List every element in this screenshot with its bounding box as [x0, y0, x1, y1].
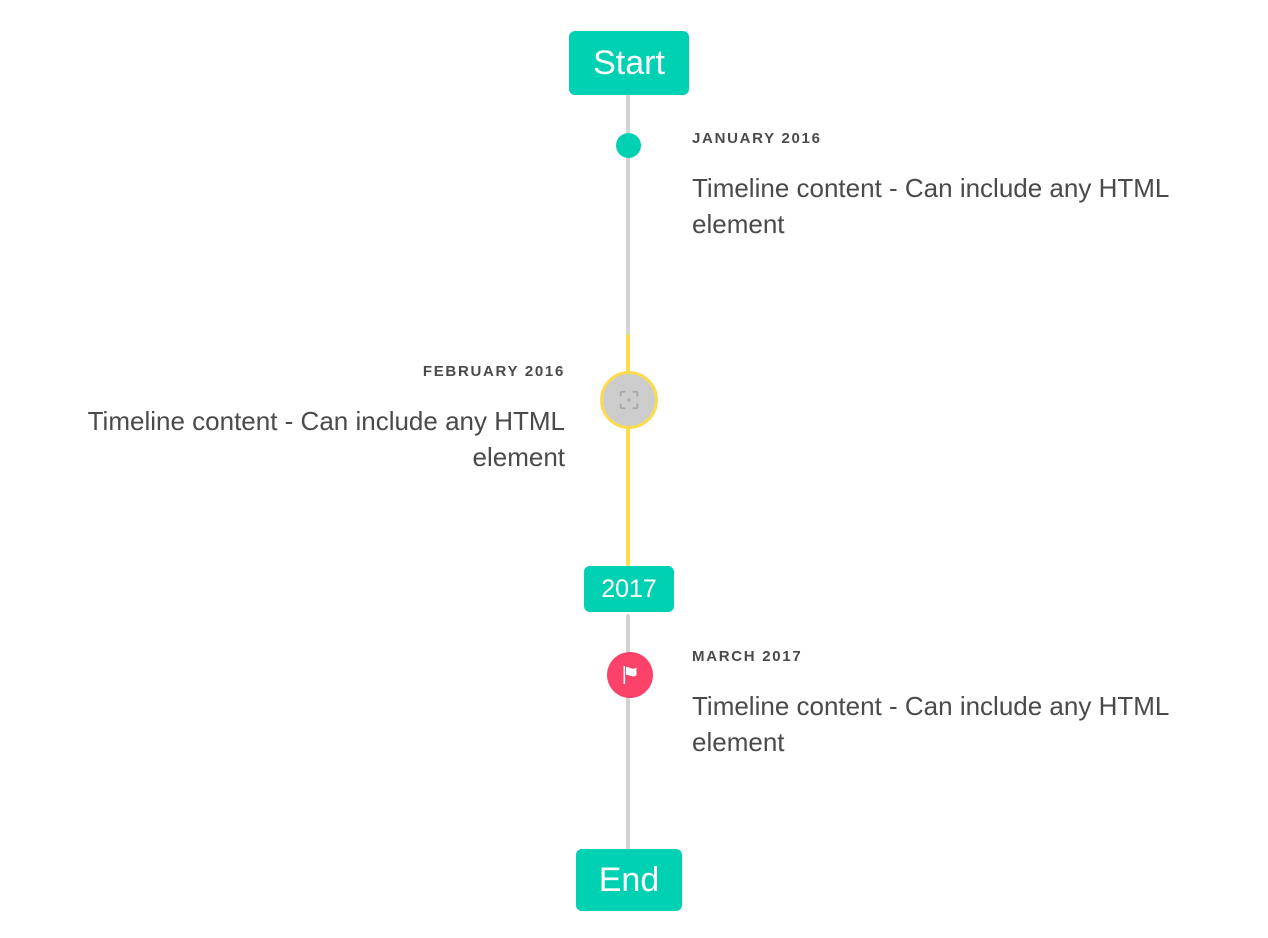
timeline-entry-date: FEBRUARY 2016 — [422, 363, 565, 380]
timeline-marker-broken-image[interactable] — [600, 371, 658, 429]
flag-icon — [623, 666, 637, 684]
timeline-rail-segment-highlighted — [626, 334, 630, 566]
timeline-end-badge[interactable]: End — [576, 849, 682, 911]
timeline-entry-date: JANUARY 2016 — [692, 130, 822, 147]
timeline-marker-dot-icon[interactable] — [616, 133, 641, 158]
timeline-entry-january: JANUARY 2016 Timeline content - Can incl… — [692, 130, 1228, 243]
timeline-marker-flag[interactable] — [607, 652, 653, 698]
timeline-entry-body: Timeline content - Can include any HTML … — [87, 405, 565, 473]
timeline-start-badge[interactable]: Start — [569, 31, 689, 95]
timeline-rail-segment-top — [626, 94, 630, 336]
timeline-year-badge[interactable]: 2017 — [584, 566, 674, 612]
timeline-rail-segment-bottom — [626, 614, 630, 850]
timeline-entry-body: Timeline content - Can include any HTML … — [692, 690, 1169, 758]
timeline-entry-body: Timeline content - Can include any HTML … — [692, 172, 1169, 240]
timeline-entry-february: FEBRUARY 2016 Timeline content - Can inc… — [40, 363, 565, 476]
broken-image-icon — [619, 390, 639, 410]
timeline-entry-march: MARCH 2017 Timeline content - Can includ… — [692, 648, 1228, 761]
timeline-entry-date: MARCH 2017 — [692, 648, 803, 665]
